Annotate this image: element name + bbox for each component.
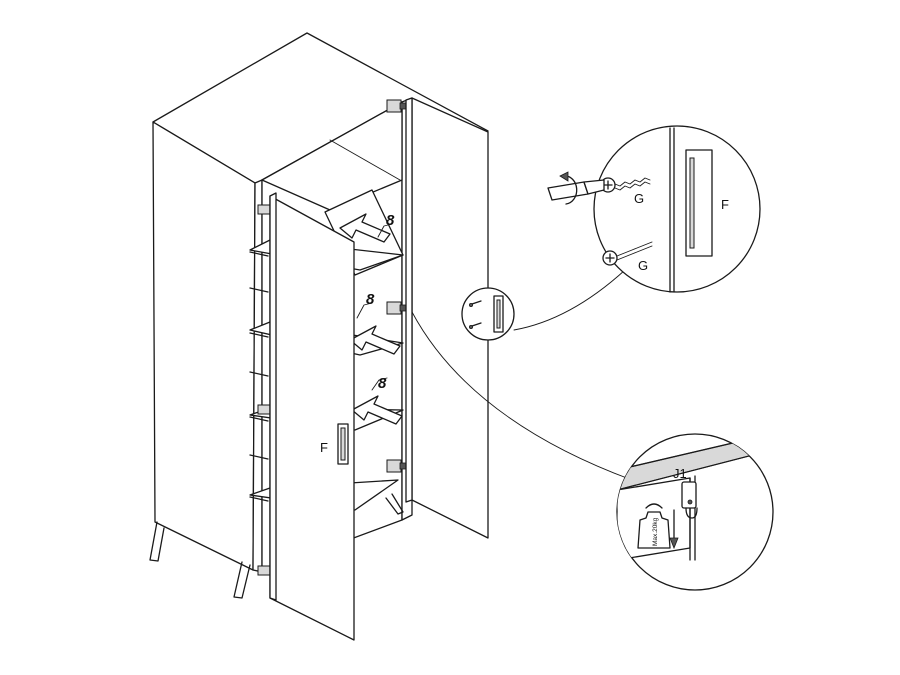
shelf-callout-2: 8 xyxy=(366,291,375,308)
handle-detail-circle: F G G xyxy=(547,125,761,293)
clockwise-rotate-icon xyxy=(547,171,605,205)
shelf-callout-3: 8 xyxy=(378,375,387,392)
arrow-shelf-lower xyxy=(351,395,403,425)
right-door xyxy=(405,97,489,539)
cabinet-left-edge xyxy=(252,179,263,573)
hinge-bottom-left xyxy=(257,565,271,576)
handle-preview xyxy=(461,287,515,341)
weight-icon: Max.20kg xyxy=(637,503,671,549)
hinge-top-left xyxy=(257,204,271,215)
screw-label-top: G xyxy=(634,191,644,206)
right-door-edge xyxy=(405,97,413,503)
door-handle xyxy=(337,423,349,465)
shelf-callout-1: 8 xyxy=(386,212,395,229)
handle-label: F xyxy=(320,440,328,455)
shelf-arrows: 8 8 8 xyxy=(339,212,403,425)
hinge-detail-label: J1 xyxy=(673,466,687,481)
left-door: F xyxy=(269,192,355,641)
left-door-panel xyxy=(269,195,355,641)
arrow-shelf-middle xyxy=(349,325,401,355)
left-door-edge xyxy=(269,192,277,601)
hinge-detail-circle: J1 Max.20kg xyxy=(616,433,774,591)
leader-to-handle-detail xyxy=(513,269,626,331)
screw-label-bottom: G xyxy=(638,258,648,273)
hinge-pin xyxy=(681,481,698,519)
leader-to-hinge-detail xyxy=(411,311,633,481)
cabinet-left-side xyxy=(152,121,256,571)
detail-handle-label: F xyxy=(721,197,729,212)
hinge-middle-left xyxy=(257,404,271,415)
screw-icon xyxy=(602,241,653,266)
max-load-text: Max.20kg xyxy=(652,517,659,546)
leg-left xyxy=(149,521,165,562)
cabinet-inner-top xyxy=(261,101,403,211)
arrow-shelf-top xyxy=(339,213,391,243)
leg-right xyxy=(385,493,404,515)
leg-front xyxy=(233,561,251,599)
